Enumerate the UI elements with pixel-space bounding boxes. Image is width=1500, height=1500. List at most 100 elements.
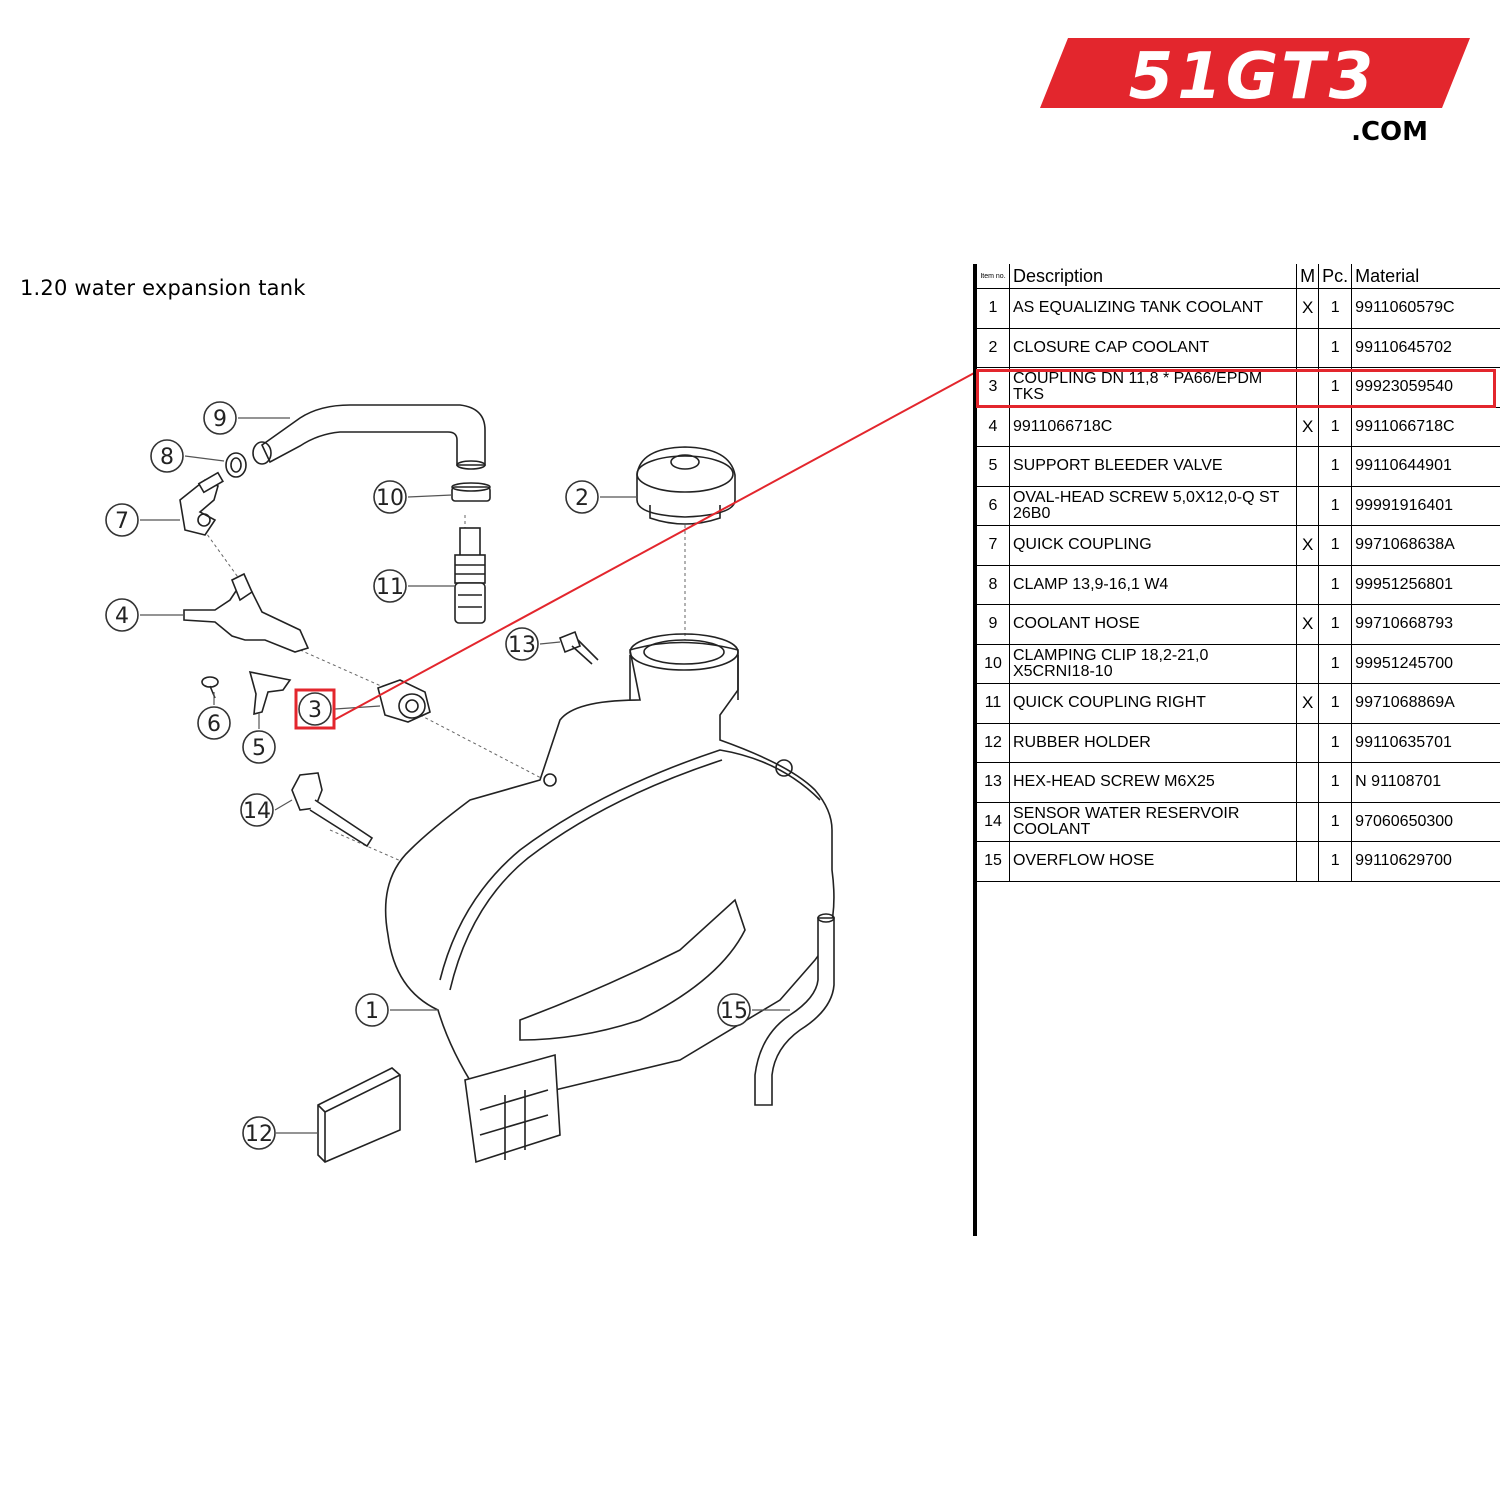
cell-material: 97060650300 bbox=[1351, 802, 1500, 842]
part-support-bleeder-valve bbox=[248, 670, 292, 716]
callout-circle[interactable] bbox=[565, 480, 599, 514]
callout-circle[interactable] bbox=[505, 627, 539, 661]
cell-description: 9911066718C bbox=[1009, 407, 1298, 447]
cell-description: CLAMP 13,9-16,1 W4 bbox=[1009, 565, 1298, 605]
cell-m: X bbox=[1296, 288, 1320, 329]
cell-item-no: 13 bbox=[977, 762, 1010, 803]
part-hex-screw bbox=[558, 630, 599, 665]
cell-m bbox=[1296, 841, 1320, 882]
cell-material: 9971068638A bbox=[1351, 525, 1500, 566]
part-t-piece bbox=[183, 572, 310, 653]
header-description: Description bbox=[1009, 264, 1298, 289]
callout-label: 6 bbox=[207, 712, 221, 737]
cell-m: X bbox=[1296, 525, 1320, 566]
cell-pc: 1 bbox=[1318, 525, 1353, 566]
part-quick-coupling-right bbox=[454, 527, 486, 624]
callout-label: 12 bbox=[245, 1122, 273, 1147]
callout-circle[interactable] bbox=[355, 993, 389, 1027]
table-left-rule bbox=[973, 264, 977, 1236]
parts-table: Item no. Description M Pc. Material 1 AS … bbox=[977, 264, 1500, 882]
cell-item-no: 8 bbox=[977, 565, 1010, 605]
cell-description: QUICK COUPLING bbox=[1009, 525, 1298, 566]
header-m: M bbox=[1296, 264, 1320, 289]
callout-circle[interactable] bbox=[150, 439, 184, 473]
cell-material: 99951256801 bbox=[1351, 565, 1500, 605]
cell-description: OVERFLOW HOSE bbox=[1009, 841, 1298, 882]
part-closure-cap bbox=[636, 446, 736, 525]
cell-pc: 1 bbox=[1318, 841, 1353, 882]
callout-label: 15 bbox=[720, 999, 748, 1024]
cell-pc: 1 bbox=[1318, 407, 1353, 447]
callout-label: 7 bbox=[115, 509, 129, 534]
cell-m bbox=[1296, 328, 1320, 368]
callout-circle[interactable] bbox=[373, 480, 407, 514]
cell-item-no: 9 bbox=[977, 604, 1010, 645]
cell-m bbox=[1296, 644, 1320, 684]
cell-material: N 91108701 bbox=[1351, 762, 1500, 803]
cell-item-no: 5 bbox=[977, 446, 1010, 487]
callout-circle[interactable] bbox=[197, 706, 231, 740]
cell-material: 99110645702 bbox=[1351, 328, 1500, 368]
logo-text: 51GT3 bbox=[1129, 40, 1378, 114]
cell-material: 9911060579C bbox=[1351, 288, 1500, 329]
part-overflow-hose bbox=[754, 913, 835, 1106]
table-row-highlight bbox=[976, 369, 1496, 408]
cell-pc: 1 bbox=[1318, 644, 1353, 684]
callout-circle[interactable] bbox=[242, 730, 276, 764]
table-header-row: Item no. Description M Pc. Material bbox=[977, 264, 1500, 289]
part-sensor bbox=[291, 772, 374, 848]
cell-item-no: 7 bbox=[977, 525, 1010, 566]
cell-item-no: 3 bbox=[977, 367, 1010, 408]
callout-circle[interactable] bbox=[373, 569, 407, 603]
cell-description: SENSOR WATER RESERVOIR COOLANT bbox=[1009, 802, 1298, 842]
callout-circle[interactable] bbox=[105, 598, 139, 632]
cell-pc: 1 bbox=[1318, 486, 1353, 526]
part-clamp bbox=[225, 452, 247, 478]
cell-m bbox=[1296, 723, 1320, 763]
cell-material: 9971068869A bbox=[1351, 683, 1500, 724]
cell-description: CLOSURE CAP COOLANT bbox=[1009, 328, 1298, 368]
cell-pc: 1 bbox=[1318, 288, 1353, 329]
callout-label: 5 bbox=[252, 736, 266, 761]
cell-material: 99110629700 bbox=[1351, 841, 1500, 882]
cell-item-no: 10 bbox=[977, 644, 1010, 684]
brand-logo: 51GT3 .COM bbox=[1040, 38, 1470, 147]
callout-leaders bbox=[140, 417, 790, 1134]
callout-circle[interactable] bbox=[242, 1116, 276, 1150]
cell-pc: 1 bbox=[1318, 565, 1353, 605]
part-quick-coupling bbox=[179, 471, 224, 536]
cell-m bbox=[1296, 565, 1320, 605]
part-coupling bbox=[377, 679, 431, 723]
callout-label: 14 bbox=[243, 799, 271, 824]
cell-description: SUPPORT BLEEDER VALVE bbox=[1009, 446, 1298, 487]
cell-item-no: 2 bbox=[977, 328, 1010, 368]
cell-pc: 1 bbox=[1318, 604, 1353, 645]
highlight-connector-line bbox=[333, 371, 977, 721]
callout-circle[interactable] bbox=[240, 793, 274, 827]
cell-description: AS EQUALIZING TANK COOLANT bbox=[1009, 288, 1298, 329]
callout-circle[interactable] bbox=[105, 503, 139, 537]
callout-label: 1 bbox=[365, 999, 379, 1024]
part-rubber-holder bbox=[317, 1067, 401, 1163]
callout-circle[interactable] bbox=[203, 401, 237, 435]
callout-circle[interactable] bbox=[717, 993, 751, 1027]
callout-label: 4 bbox=[115, 604, 129, 629]
cell-m bbox=[1296, 762, 1320, 803]
callout-circle[interactable] bbox=[298, 692, 332, 726]
